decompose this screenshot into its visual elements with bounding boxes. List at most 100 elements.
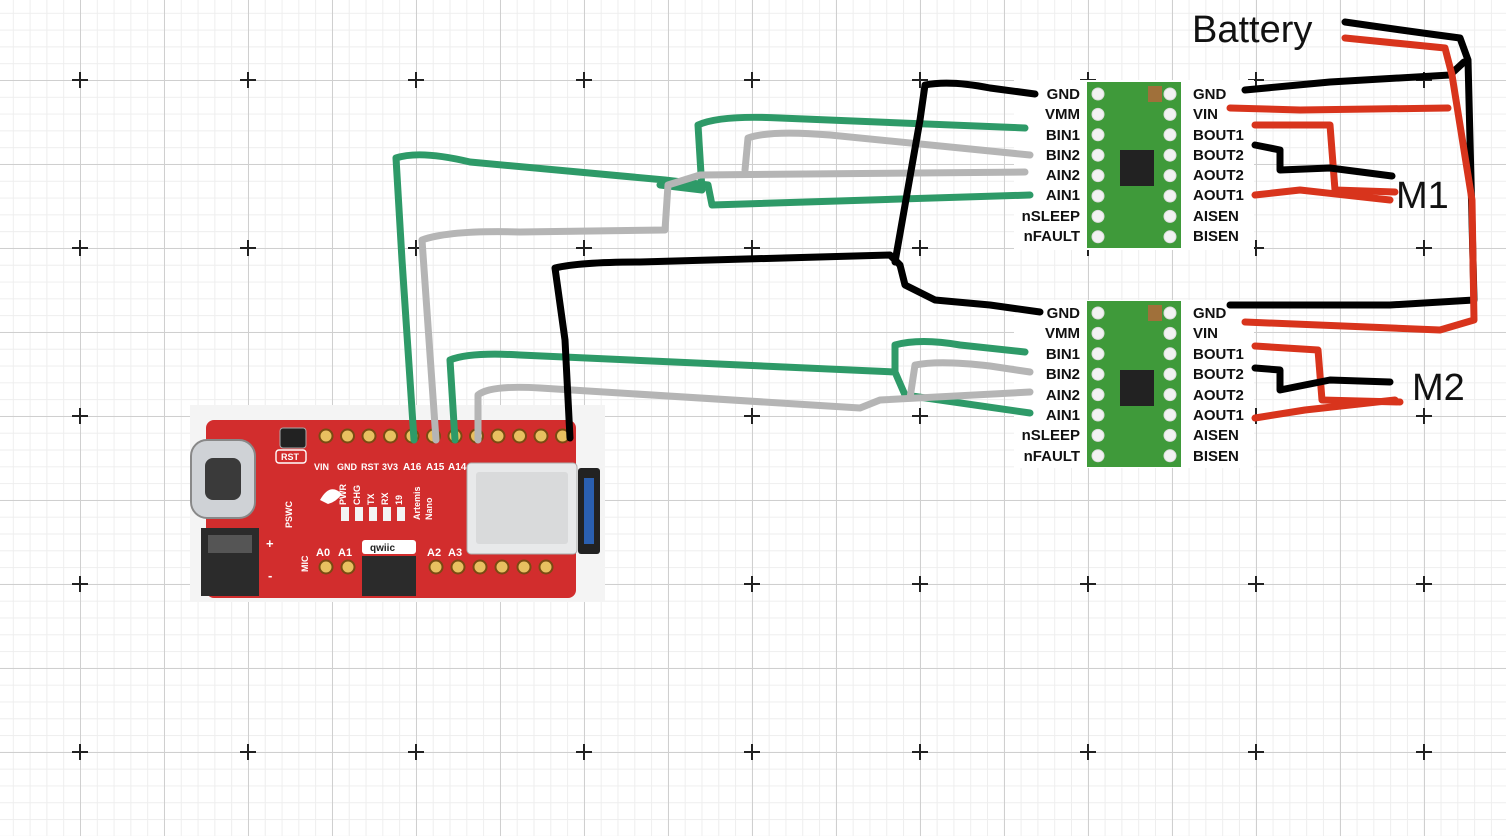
jst-socket [208, 535, 252, 553]
pin-hole [318, 428, 334, 444]
led-pwr [341, 507, 349, 521]
pin-label-a15: A15 [426, 462, 445, 473]
grid-crosshair-icon [72, 72, 88, 88]
d2-right-pin-vin: VIN [1193, 325, 1218, 342]
d1-left-pin-nsleep: nSLEEP [1022, 208, 1080, 225]
board-name-artemis: Artemis [412, 486, 422, 520]
d1-right-pin-bout1: BOUT1 [1193, 127, 1244, 144]
board-name-nano: Nano [424, 497, 434, 520]
d2-left-pin-nsleep: nSLEEP [1022, 427, 1080, 444]
driver-pin-hole [1163, 347, 1177, 361]
d1-right-pin-aout1: AOUT1 [1193, 187, 1244, 204]
d1-right-pin-bisen: BISEN [1193, 228, 1239, 245]
led-19 [397, 507, 405, 521]
driver-pin-hole [1163, 128, 1177, 142]
motor1-label: M1 [1396, 175, 1449, 217]
driver-pin-hole [1091, 209, 1105, 223]
pin-hole [428, 559, 444, 575]
d1-right-pin-gnd: GND [1193, 86, 1227, 103]
pin-hole [512, 428, 527, 444]
black-wire-m2-bout2 [1251, 364, 1394, 394]
pin-hole [533, 428, 549, 444]
pin-label-a2: A2 [427, 547, 441, 559]
rst-label: RST [281, 452, 300, 462]
driver2-capacitor [1148, 305, 1162, 321]
driver-pin-hole [1163, 87, 1177, 101]
red-wire-battery-to-driver2-vin [1241, 34, 1478, 334]
d1-left-pin-ain1: AIN1 [1046, 187, 1080, 204]
d1-right-pin-aout2: AOUT2 [1193, 167, 1244, 184]
red-wire-m1-bout1 [1251, 121, 1399, 196]
d2-right-pin-aisen: AISEN [1193, 427, 1239, 444]
gray-wire-driver2-ain2 [474, 383, 1034, 444]
d2-left-pin-bin1: BIN1 [1046, 346, 1080, 363]
grid-crosshair-icon [1248, 576, 1264, 592]
driver-pin-hole [1163, 230, 1177, 244]
driver-pin-hole [1091, 169, 1105, 183]
grid-crosshair-icon [72, 744, 88, 760]
qwiic-label: qwiic [370, 543, 395, 554]
d1-right-pin-vin: VIN [1193, 106, 1218, 123]
battery-minus-label: - [268, 568, 272, 583]
pin-label-a1: A1 [338, 547, 352, 559]
driver-pin-hole [1091, 107, 1105, 121]
driver-pin-hole [1091, 449, 1105, 463]
pin-label-rst: RST [361, 462, 380, 472]
grid-crosshair-icon [240, 240, 256, 256]
driver-pin-hole [1091, 388, 1105, 402]
grid-crosshair-icon [72, 408, 88, 424]
pswc-label: PSWC [284, 500, 294, 528]
d2-left-pin-ain2: AIN2 [1046, 387, 1080, 404]
antenna-strip [584, 478, 594, 544]
black-wire-battery-to-driver1-gnd [1241, 58, 1468, 94]
rst-label-box [275, 449, 307, 464]
driver2-chip [1120, 370, 1154, 406]
pin-hole [494, 559, 510, 575]
pin-label-gnd: GND [337, 462, 358, 472]
driver-pin-hole [1091, 306, 1105, 320]
d1-left-pin-nfault: nFAULT [1024, 228, 1080, 245]
grid-crosshair-icon [72, 240, 88, 256]
gray-wire-driver1-ain2 [418, 168, 1029, 444]
pin-label-vin: VIN [314, 462, 329, 472]
reset-button[interactable] [279, 427, 307, 449]
qwiic-connector [362, 556, 416, 596]
led-label-rx: RX [380, 492, 390, 505]
grid-crosshair-icon [1416, 240, 1432, 256]
grid-crosshair-icon [1248, 744, 1264, 760]
driver-pin-hole [1163, 148, 1177, 162]
battery-label: Battery [1192, 9, 1312, 51]
red-wire-m2-aout1 [1251, 396, 1399, 422]
pin-hole [516, 559, 532, 575]
driver-pin-hole [1163, 367, 1177, 381]
pin-hole [472, 559, 488, 575]
d1-right-pin-aisen: AISEN [1193, 208, 1239, 225]
d2-right-pin-bout1: BOUT1 [1193, 346, 1244, 363]
motor-driver-1 [1014, 80, 1254, 250]
driver2-pin-holes [1091, 306, 1177, 463]
grid-crosshair-icon [744, 408, 760, 424]
grid-crosshair-icon [744, 576, 760, 592]
pin-label-a16: A16 [403, 462, 422, 473]
d1-left-pin-bin2: BIN2 [1046, 147, 1080, 164]
led-rx [383, 507, 391, 521]
driver-pin-hole [1091, 87, 1105, 101]
driver-pin-hole [1163, 189, 1177, 203]
grid-crosshair-icon [1416, 576, 1432, 592]
d1-right-pin-bout2: BOUT2 [1193, 147, 1244, 164]
driver-pin-hole [1091, 189, 1105, 203]
pin-hole [538, 559, 554, 575]
d2-left-pin-ain1: AIN1 [1046, 407, 1080, 424]
pin-hole [340, 559, 356, 575]
pin-label-3v3: 3V3 [382, 462, 398, 472]
grid-crosshair-icon [1416, 744, 1432, 760]
driver1-chip [1120, 150, 1154, 186]
grid-crosshair-icon [576, 72, 592, 88]
green-wire-driver1-bin1 [656, 113, 1029, 194]
usb-c-port-icon [205, 458, 241, 500]
grid-crosshair-icon [912, 576, 928, 592]
d1-left-pin-ain2: AIN2 [1046, 167, 1080, 184]
grid-crosshair-icon [744, 240, 760, 256]
